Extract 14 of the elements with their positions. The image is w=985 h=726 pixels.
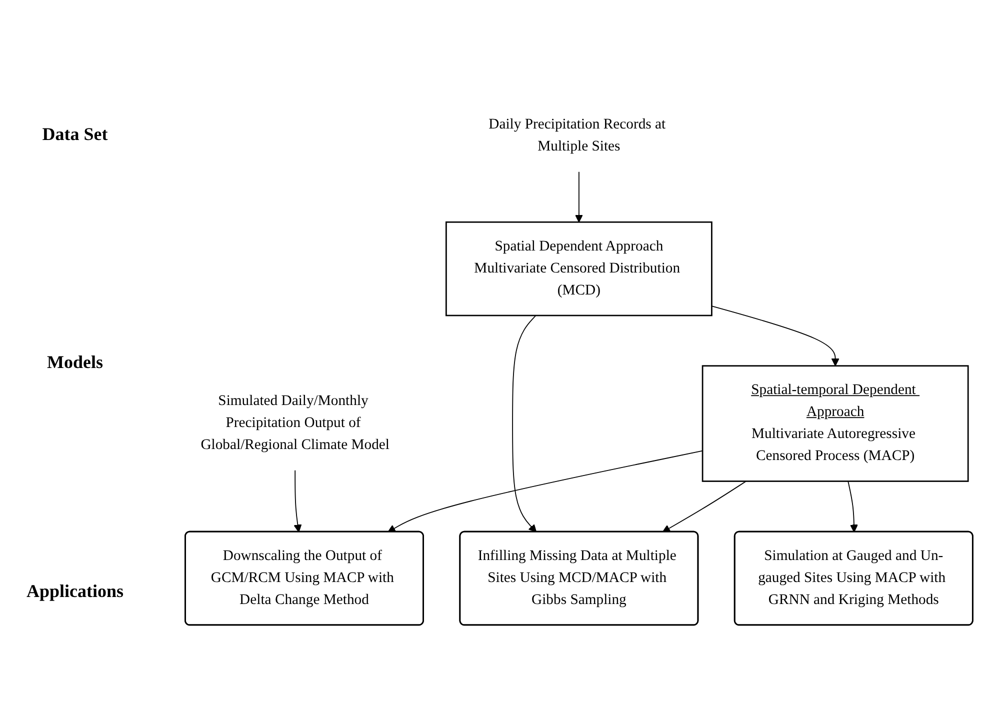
arrow (574, 172, 583, 223)
section-label: Applications (25, 581, 125, 602)
arrow (711, 306, 840, 367)
arrow (662, 481, 747, 533)
arrow (388, 450, 704, 533)
section-label: Models (46, 352, 104, 374)
arrow (294, 470, 302, 533)
node-text: Simulated Daily/Monthly Precipitation Output of Global/Regional Climate Model (200, 394, 390, 454)
node-box: Spatial Dependent Approach Multivariate Censored Distribution (MCD) (446, 222, 712, 317)
node-text: Daily Precipitation Records at Multiple Sites (488, 117, 666, 155)
arrow (512, 315, 537, 533)
arrow (848, 481, 858, 533)
node-box: Spatial-temporal Dependent Approach Multivariate Autoregressive Censored Process (MACP) (702, 366, 969, 482)
section-label: Data Set (41, 124, 109, 145)
